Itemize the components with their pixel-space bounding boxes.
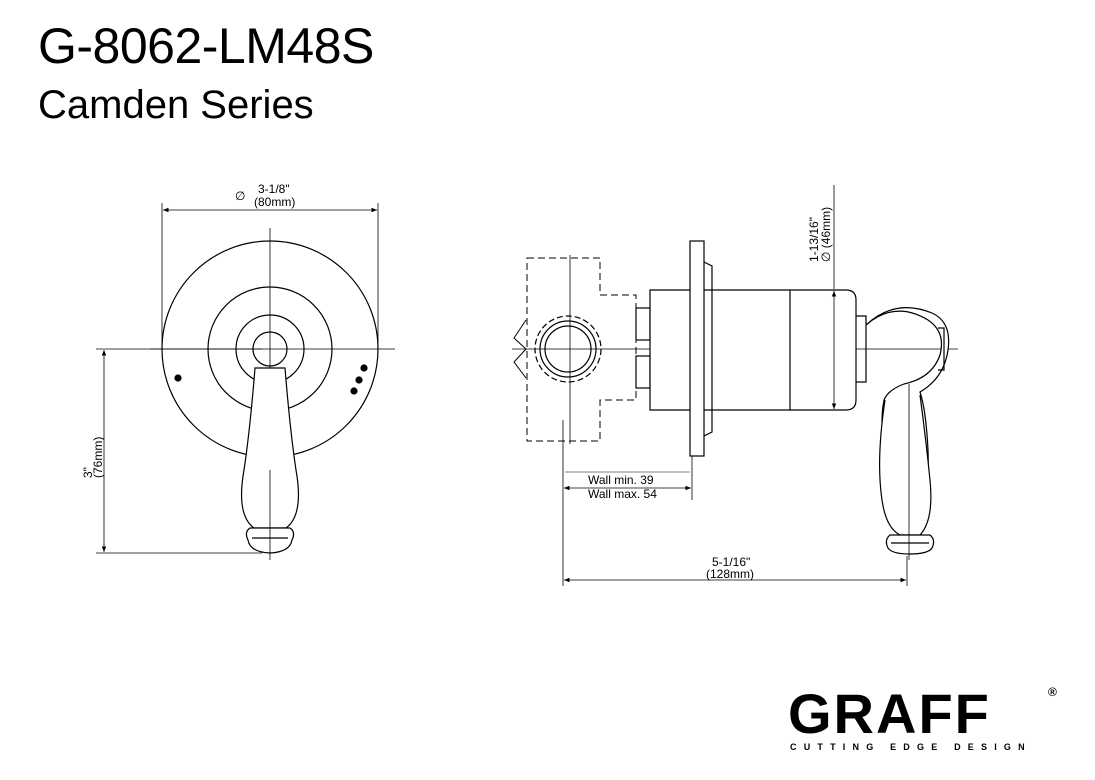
- diameter-symbol: ∅: [235, 189, 245, 203]
- front-height-metric: (76mm): [91, 437, 105, 478]
- brand-name: GRAFF: [788, 682, 991, 745]
- side-view: [512, 185, 958, 586]
- side-flange-imperial: 1-13/16": [807, 217, 821, 262]
- front-view: [96, 203, 395, 560]
- series-name: Camden Series: [38, 83, 314, 127]
- valve-body: [526, 257, 637, 442]
- depth-imperial: 5-1/16": [712, 555, 750, 569]
- side-flange-metric: ∅ (46mm): [819, 207, 833, 262]
- front-diameter-imperial: 3-1/8": [258, 182, 290, 196]
- brand-tagline: CUTTING EDGE DESIGN: [790, 742, 1032, 752]
- front-diameter-metric: (80mm): [254, 195, 295, 209]
- model-number: G-8062-LM48S: [38, 18, 374, 74]
- brand-logo: GRAFF ® CUTTING EDGE DESIGN: [788, 682, 1057, 752]
- wall-min-label: Wall min. 39: [588, 473, 654, 487]
- registered-mark: ®: [1048, 685, 1057, 699]
- depth-metric: (128mm): [706, 567, 754, 581]
- front-height-imperial: 3": [81, 467, 95, 478]
- wall-max-label: Wall max. 54: [588, 487, 657, 501]
